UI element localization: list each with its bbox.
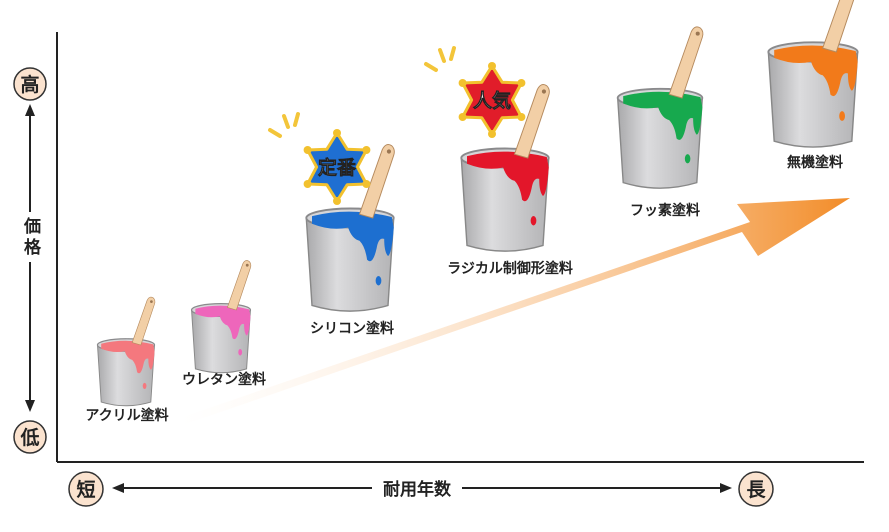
paint-can-inorganic bbox=[767, 0, 859, 148]
badge-popular-label: 人気 bbox=[473, 89, 511, 112]
paint-label-inorganic: 無機塗料 bbox=[787, 154, 843, 171]
y-axis-arrow bbox=[25, 104, 35, 412]
x-long-label: 長 bbox=[746, 479, 766, 501]
paint-can-silicone bbox=[305, 144, 395, 312]
y-low-label: 低 bbox=[19, 426, 39, 449]
sparkle-popular bbox=[424, 46, 456, 72]
x-short-marker: 短 bbox=[68, 471, 104, 507]
y-axis-title: 価格 bbox=[20, 216, 42, 259]
paint-label-silicone: シリコン塗料 bbox=[310, 320, 394, 337]
badge-popular: 人気 bbox=[424, 46, 526, 138]
paint-label-acrylic: アクリル塗料 bbox=[85, 407, 168, 424]
paint-label-radical: ラジカル制御形塗料 bbox=[447, 260, 573, 277]
badge-standard: 定番 bbox=[268, 112, 371, 205]
x-axis-title: 耐用年数 bbox=[383, 479, 452, 500]
paint-can-fluorine bbox=[616, 26, 704, 189]
y-high-marker: 高 bbox=[13, 67, 47, 101]
badge-standard-label: 定番 bbox=[318, 156, 357, 179]
badges: 定番 人気 bbox=[268, 46, 526, 205]
paint-label-urethane: ウレタン塗料 bbox=[182, 371, 266, 388]
x-short-label: 短 bbox=[76, 478, 95, 501]
x-long-marker: 長 bbox=[738, 471, 774, 507]
paint-label-fluorine: フッ素塗料 bbox=[630, 202, 700, 219]
x-axis-arrow bbox=[112, 483, 732, 493]
trend-arrow bbox=[180, 198, 850, 426]
paint-can-urethane bbox=[190, 260, 252, 374]
paint-cans bbox=[96, 0, 859, 407]
y-high-label: 高 bbox=[20, 73, 39, 96]
sparkle-standard bbox=[268, 112, 300, 138]
paint-can-acrylic bbox=[96, 296, 156, 407]
y-low-marker: 低 bbox=[13, 420, 47, 454]
paint-can-radical bbox=[460, 84, 550, 252]
